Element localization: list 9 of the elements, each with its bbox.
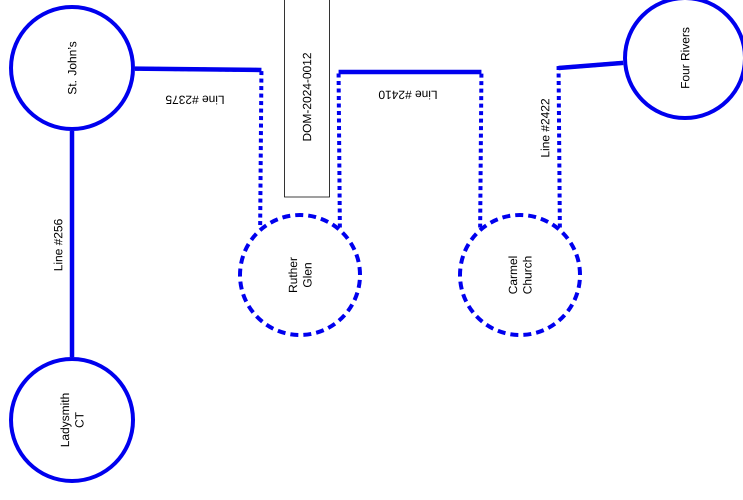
edge-label: Line #2410 <box>378 90 437 100</box>
edge-label: Line #2422 <box>540 99 550 157</box>
pipeline <box>134 66 264 228</box>
edge-label: Line #2375 <box>166 96 224 104</box>
pipeline <box>70 131 74 357</box>
pipeline <box>556 60 624 228</box>
pipeline <box>336 70 484 228</box>
edge-label: Line #256 <box>54 219 62 270</box>
label-box: DOM-2024-0012 <box>284 0 330 198</box>
